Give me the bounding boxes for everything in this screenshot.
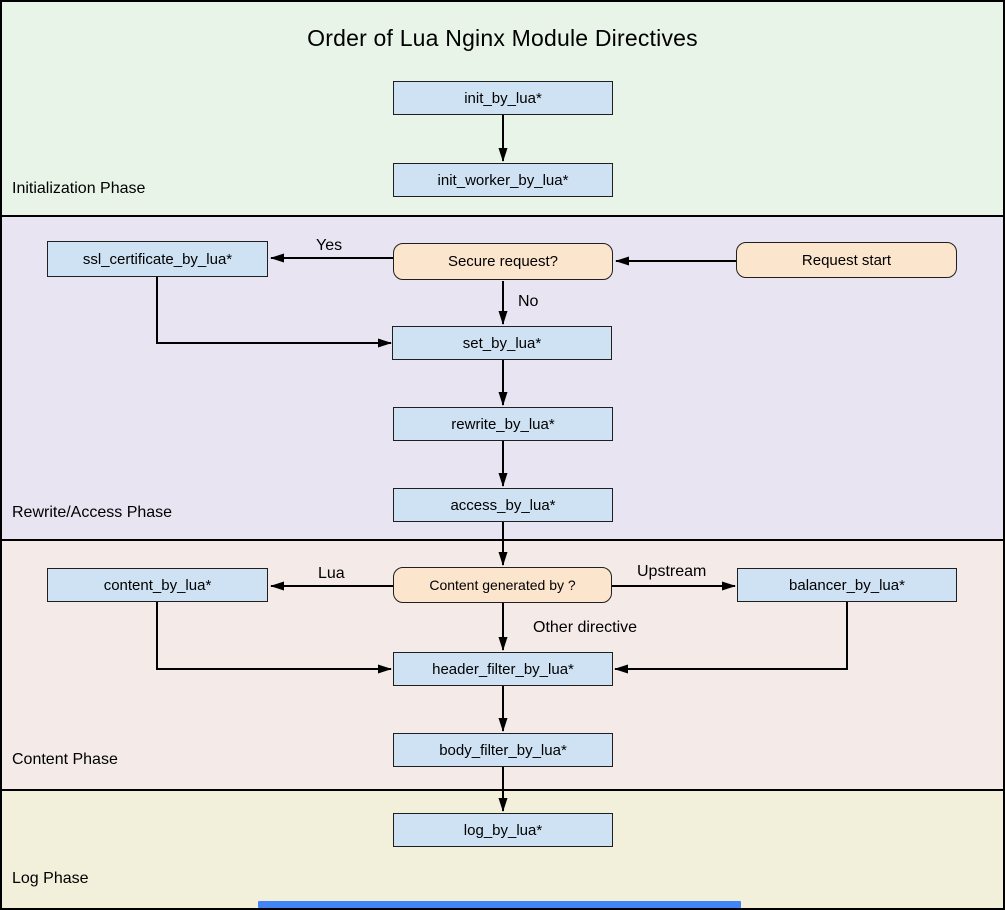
node-init-worker-by-lua: init_worker_by_lua* (393, 163, 613, 197)
edge-label-yes: Yes (316, 237, 343, 254)
edge-label-lua: Lua (318, 565, 345, 582)
edge-label-other-directive: Other directive (533, 619, 638, 636)
node-request-start: Request start (736, 242, 957, 278)
node-log-by-lua: log_by_lua* (393, 813, 613, 847)
node-content-generated-by-decision: Content generated by ? (393, 567, 612, 603)
diagram-title: Order of Lua Nginx Module Directives (307, 25, 698, 51)
horizontal-scrollbar-thumb[interactable] (258, 901, 741, 908)
node-ssl-certificate-by-lua: ssl_certificate_by_lua* (47, 241, 268, 277)
node-init-by-lua: init_by_lua* (393, 81, 613, 115)
edge-label-upstream: Upstream (637, 563, 707, 580)
phase-label-log: Log Phase (12, 870, 89, 887)
edge-label-no: No (518, 293, 539, 310)
node-body-filter-by-lua: body_filter_by_lua* (393, 733, 613, 767)
node-access-by-lua: access_by_lua* (393, 488, 613, 522)
node-balancer-by-lua: balancer_by_lua* (737, 568, 957, 602)
node-secure-request-decision: Secure request? (393, 243, 613, 280)
phase-label-initialization: Initialization Phase (12, 180, 146, 197)
phase-label-rewrite-access: Rewrite/Access Phase (12, 504, 173, 521)
phase-band-log (2, 791, 1003, 908)
node-content-by-lua: content_by_lua* (47, 568, 268, 602)
phase-label-content: Content Phase (12, 751, 118, 768)
node-set-by-lua: set_by_lua* (392, 326, 612, 360)
node-header-filter-by-lua: header_filter_by_lua* (393, 652, 613, 686)
node-rewrite-by-lua: rewrite_by_lua* (393, 407, 613, 441)
